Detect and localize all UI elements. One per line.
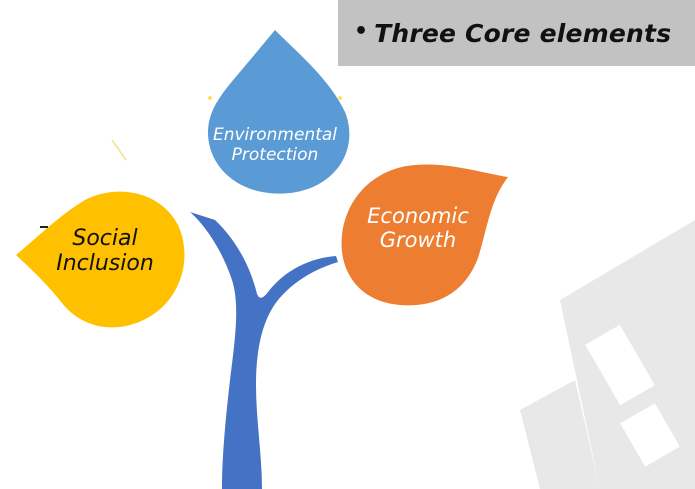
slide-title: Three Core elements	[374, 18, 672, 48]
sparkle-right	[338, 96, 342, 100]
tree-trunk	[190, 212, 338, 489]
title-bullet: •	[354, 18, 369, 44]
sparkle-left	[208, 96, 212, 100]
watermark	[520, 220, 695, 489]
social-inclusion-label: Social Inclusion	[30, 226, 180, 277]
social-line2: Inclusion	[56, 251, 154, 277]
economic-line1: Economic	[367, 204, 469, 228]
dash-mark	[40, 226, 48, 228]
title-box: • Three Core elements	[338, 0, 695, 66]
economic-growth-label: Economic Growth	[343, 204, 493, 252]
environmental-protection-label: Environmental Protection	[200, 125, 350, 165]
environmental-line1: Environmental	[212, 125, 338, 145]
social-inclusion-drop	[16, 191, 185, 328]
social-line1: Social	[72, 226, 138, 251]
environmental-protection-drop	[207, 30, 350, 194]
economic-growth-drop	[341, 164, 508, 306]
environmental-line2: Protection	[231, 144, 319, 165]
sprig	[111, 139, 127, 161]
economic-line2: Growth	[379, 228, 457, 253]
